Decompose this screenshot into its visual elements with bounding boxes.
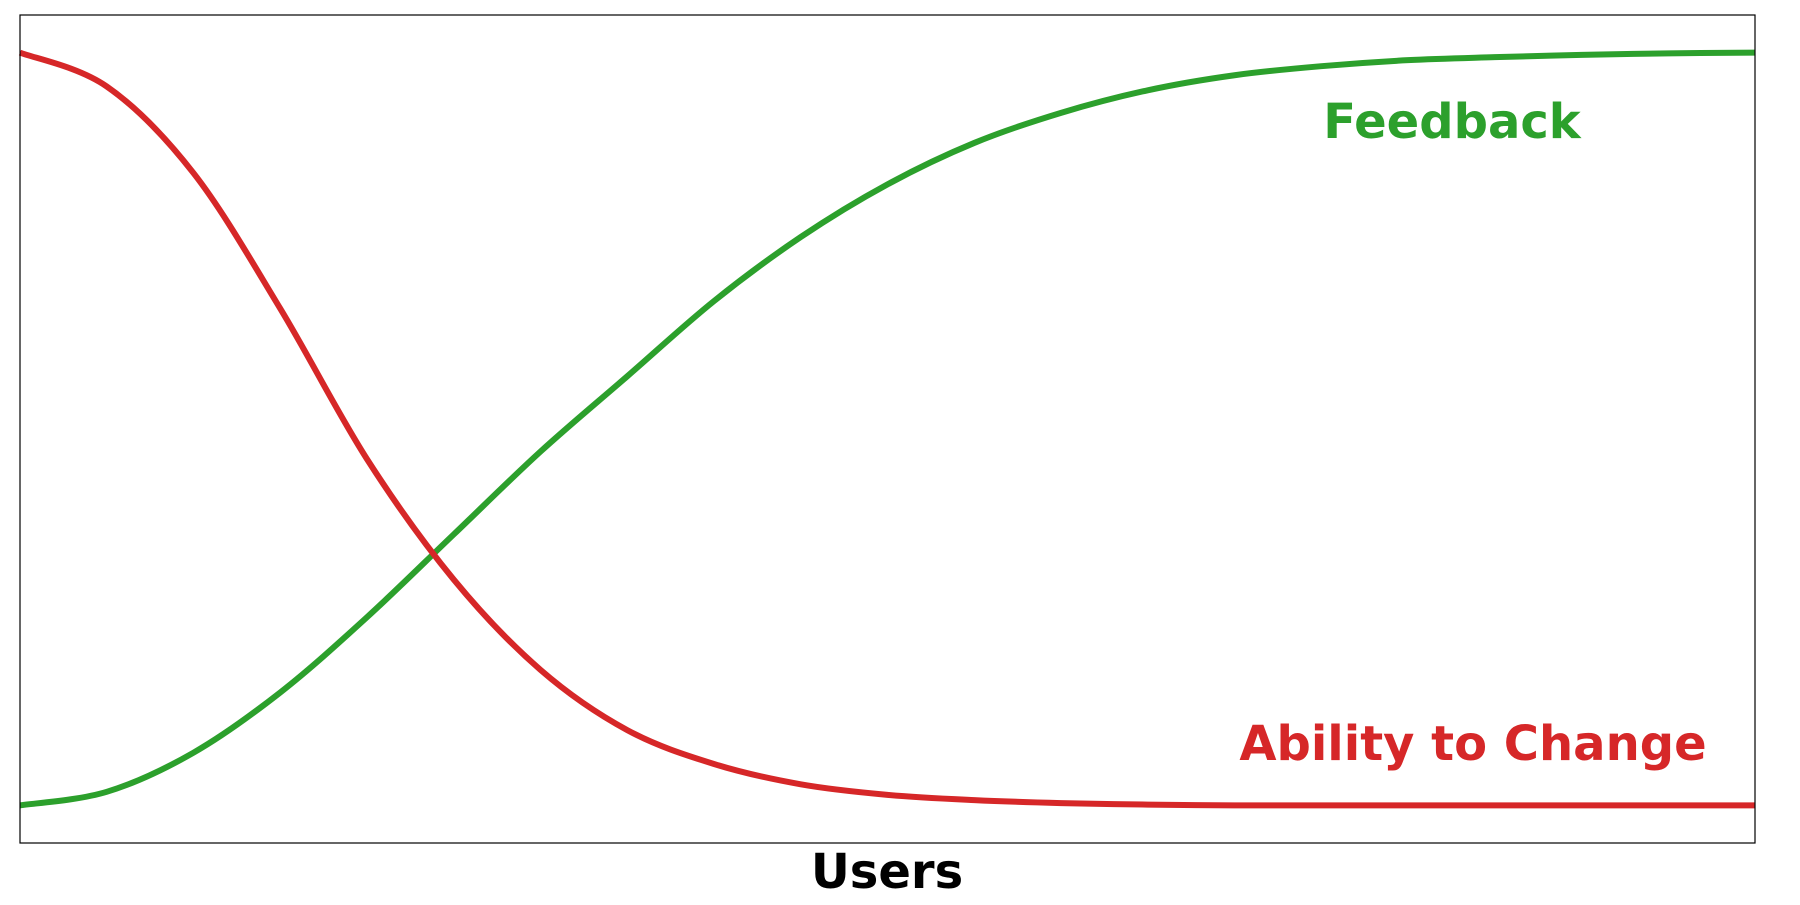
series-line-feedback	[19, 49, 1756, 809]
series-line-ability-to-change	[18, 49, 1755, 809]
x-axis-label: Users	[811, 844, 963, 900]
plot-frame	[19, 14, 1756, 844]
series-label-feedback: Feedback	[1323, 94, 1582, 150]
series-label-ability-to-change: Ability to Change	[1239, 716, 1706, 772]
series-layer	[18, 49, 1756, 809]
